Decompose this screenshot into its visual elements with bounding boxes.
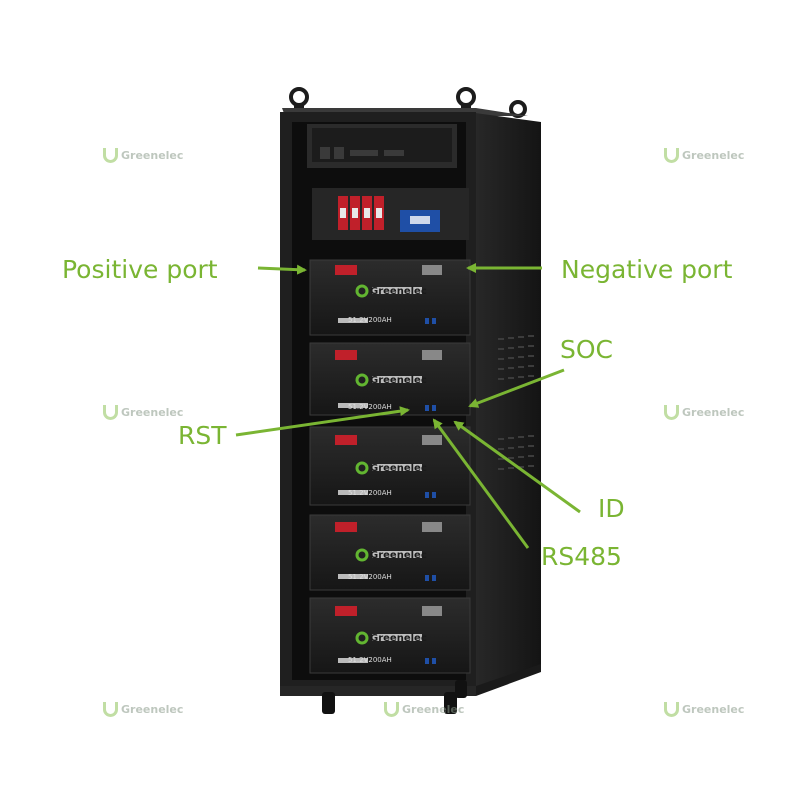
battery-module-4 xyxy=(309,514,471,591)
module-2-brand: Greenelec xyxy=(370,375,427,386)
soc-label: SOC xyxy=(560,335,614,364)
cabinet-side-panel xyxy=(468,112,541,690)
caster-wheels xyxy=(322,680,467,714)
watermark-text: Greenelec xyxy=(682,149,745,162)
rs485-arrow xyxy=(432,418,530,549)
battery-module-3 xyxy=(309,426,471,506)
watermark-text: Greenelec xyxy=(121,406,184,419)
watermark-bottom-center: Greenelec xyxy=(384,702,464,717)
id-arrow xyxy=(453,420,581,514)
battery-module-5 xyxy=(309,597,471,674)
watermark-text: Greenelec xyxy=(402,703,465,716)
watermark-text: Greenelec xyxy=(121,703,184,716)
rst-label: RST xyxy=(178,421,227,450)
module-1-brand: Greenelec xyxy=(370,286,427,297)
rst-arrow xyxy=(235,406,410,437)
watermark-logo-icon xyxy=(103,702,118,717)
watermark-logo-icon xyxy=(664,148,679,163)
watermark-bottom-left: Greenelec xyxy=(103,702,183,717)
watermark-text: Greenelec xyxy=(682,703,745,716)
top-equipment-unit xyxy=(307,124,457,168)
battery-module-1 xyxy=(309,259,471,336)
battery-module-2 xyxy=(309,342,471,416)
negative-port-label: Negative port xyxy=(561,255,733,284)
watermark-logo-icon xyxy=(103,148,118,163)
id-label: ID xyxy=(598,494,625,523)
watermark-logo-icon xyxy=(664,702,679,717)
module-3-capacity: 51.2V200AH xyxy=(348,489,392,497)
positive-port-label: Positive port xyxy=(62,255,218,284)
watermark-text: Greenelec xyxy=(682,406,745,419)
cabinet-base-side xyxy=(476,664,541,696)
watermark-logo-icon xyxy=(384,702,399,717)
module-3-brand: Greenelec xyxy=(370,463,427,474)
positive-port-arrow xyxy=(257,264,307,275)
watermark-top-right: Greenelec xyxy=(664,148,744,163)
watermark-logo-icon xyxy=(103,405,118,420)
module-5-brand: Greenelec xyxy=(370,633,427,644)
module-5-capacity: 51.2V200AH xyxy=(348,656,392,664)
side-vent-slots xyxy=(498,335,534,470)
soc-arrow xyxy=(468,368,565,408)
watermark-mid-left: Greenelec xyxy=(103,405,183,420)
cabinet-base xyxy=(280,686,476,696)
watermark-mid-right: Greenelec xyxy=(664,405,744,420)
module-1-capacity: 51.2V200AH xyxy=(348,316,392,324)
module-4-capacity: 51.2V200AH xyxy=(348,573,392,581)
rs485-label: RS485 xyxy=(541,542,622,571)
watermark-logo-icon xyxy=(664,405,679,420)
module-4-brand: Greenelec xyxy=(370,550,427,561)
watermark-top-left: Greenelec xyxy=(103,148,183,163)
module-2-capacity: 51.2V200AH xyxy=(348,403,392,411)
breaker-panel xyxy=(312,188,469,240)
callout-arrows xyxy=(235,263,581,549)
watermark-bottom-right: Greenelec xyxy=(664,702,744,717)
watermark-text: Greenelec xyxy=(121,149,184,162)
